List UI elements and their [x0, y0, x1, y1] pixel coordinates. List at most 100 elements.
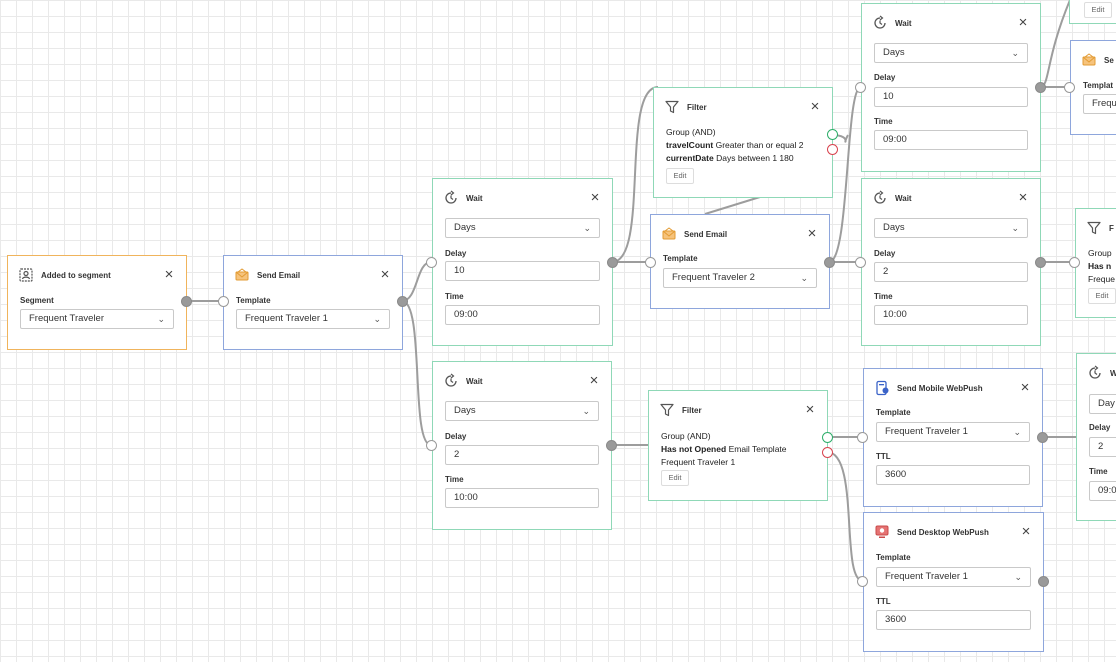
unit-select[interactable]: Days⌄	[874, 43, 1028, 63]
clock-icon	[874, 15, 886, 29]
delay-input[interactable]: 10	[874, 87, 1028, 107]
delay-label: Delay	[874, 73, 896, 82]
chevron-down-icon: ⌄	[1011, 223, 1019, 233]
template-select[interactable]: Frequent Traveler 2⌄	[663, 268, 817, 288]
edit-button[interactable]: Edit	[1088, 288, 1116, 304]
port-out-wait4[interactable]	[1035, 257, 1046, 268]
template-select[interactable]: Frequ	[1083, 94, 1116, 114]
port-in-mobile[interactable]	[857, 432, 868, 443]
unit-select[interactable]: Days⌄	[445, 401, 599, 421]
port-in-wait3[interactable]	[855, 82, 866, 93]
filter-conditions: Group (AND) Has not Opened Email Templat…	[661, 430, 817, 469]
time-input[interactable]: 09:00	[445, 305, 600, 325]
port-out-segment[interactable]	[181, 296, 192, 307]
delay-input[interactable]: 10	[445, 261, 600, 281]
close-icon[interactable]: ×	[590, 189, 600, 206]
port-out-wait3[interactable]	[1035, 82, 1046, 93]
port-in-desktop[interactable]	[857, 576, 868, 587]
port-out-mobile[interactable]	[1037, 432, 1048, 443]
delay-input[interactable]: 2	[874, 262, 1028, 282]
filter-conditions: Group Has n Freque	[1088, 247, 1116, 286]
wire-filter1-email2	[704, 196, 761, 215]
node-send-mobile-webpush[interactable]: Send Mobile WebPush × Template Frequent …	[863, 368, 1043, 507]
port-in-email1[interactable]	[218, 296, 229, 307]
port-out-desktop[interactable]	[1038, 576, 1049, 587]
template-select[interactable]: Frequent Traveler 1 ⌄	[876, 422, 1030, 442]
delay-input[interactable]: 2	[1089, 437, 1116, 457]
clock-icon	[445, 373, 457, 387]
node-wait-3[interactable]: Wait × Days⌄ Delay 10 Time 09:00	[861, 3, 1041, 172]
node-partial-send-email[interactable]: Se Templat Frequ	[1070, 40, 1116, 135]
time-input[interactable]: 10:00	[874, 305, 1028, 325]
port-out-email2[interactable]	[824, 257, 835, 268]
node-filter-1[interactable]: Filter × Group (AND) travelCount Greater…	[653, 87, 833, 198]
time-input[interactable]: 10:00	[445, 488, 599, 508]
close-icon[interactable]: ×	[380, 266, 390, 283]
time-label: Time	[874, 292, 893, 301]
template-value: Frequent Traveler 1	[885, 426, 968, 437]
close-icon[interactable]: ×	[1018, 14, 1028, 31]
close-icon[interactable]: ×	[1018, 189, 1028, 206]
port-in-partial-filter[interactable]	[1069, 257, 1080, 268]
unit-select[interactable]: Days⌄	[874, 218, 1028, 238]
node-partial-top[interactable]: Edit	[1069, 0, 1116, 24]
edit-button[interactable]: Edit	[666, 168, 694, 184]
port-in-wait1[interactable]	[426, 257, 437, 268]
node-title: Wait	[895, 193, 912, 203]
node-wait-2[interactable]: Wait × Days⌄ Delay 2 Time 10:00	[432, 361, 612, 530]
node-wait-4[interactable]: Wait × Days⌄ Delay 2 Time 10:00	[861, 178, 1041, 346]
close-icon[interactable]: ×	[164, 266, 174, 283]
port-in-partial-email[interactable]	[1064, 82, 1075, 93]
node-title: Send Email	[257, 270, 301, 280]
segment-select[interactable]: Frequent Traveler⌄	[20, 309, 174, 329]
close-icon[interactable]: ×	[810, 98, 820, 115]
node-send-desktop-webpush[interactable]: Send Desktop WebPush × Template Frequent…	[863, 512, 1044, 652]
node-added-to-segment[interactable]: Added to segment × Segment Frequent Trav…	[7, 255, 187, 350]
unit-select[interactable]: Days⌄	[445, 218, 600, 238]
close-icon[interactable]: ×	[805, 401, 815, 418]
ttl-input[interactable]: 3600	[876, 465, 1030, 485]
node-partial-filter[interactable]: F Group Has n Freque Edit	[1075, 208, 1116, 318]
chevron-down-icon: ⌄	[582, 406, 590, 416]
close-icon[interactable]: ×	[589, 372, 599, 389]
chevron-down-icon: ⌄	[1011, 48, 1019, 58]
node-partial-wait[interactable]: W Day Delay 2 Time 09:0	[1076, 353, 1116, 521]
node-title: Added to segment	[41, 270, 111, 280]
port-out-filter1-no[interactable]	[827, 144, 838, 155]
close-icon[interactable]: ×	[807, 225, 817, 242]
close-icon[interactable]: ×	[1021, 523, 1031, 540]
node-send-email-2[interactable]: Send Email × Template Frequent Traveler …	[650, 214, 830, 309]
delay-label: Delay	[1089, 423, 1111, 432]
chevron-down-icon: ⌄	[1013, 427, 1021, 437]
port-in-email2[interactable]	[645, 257, 656, 268]
port-out-filter1-yes[interactable]	[827, 129, 838, 140]
delay-input[interactable]: 2	[445, 445, 599, 465]
node-wait-1[interactable]: Wait × Days⌄ Delay 10 Time 09:00	[432, 178, 613, 346]
unit-select[interactable]: Day	[1089, 394, 1116, 414]
ttl-label: TTL	[876, 597, 891, 606]
ttl-input[interactable]: 3600	[876, 610, 1031, 630]
port-out-filter2-yes[interactable]	[822, 432, 833, 443]
time-input[interactable]: 09:0	[1089, 481, 1116, 501]
chevron-down-icon: ⌄	[800, 273, 808, 283]
node-title: Send Email	[684, 229, 728, 239]
port-in-wait2[interactable]	[426, 440, 437, 451]
port-out-wait1[interactable]	[607, 257, 618, 268]
time-input[interactable]: 09:00	[874, 130, 1028, 150]
port-in-wait4[interactable]	[855, 257, 866, 268]
template-select[interactable]: Frequent Traveler 1⌄	[236, 309, 390, 329]
node-title: Filter	[682, 405, 702, 415]
edit-button[interactable]: Edit	[1084, 2, 1112, 18]
template-value: Frequent Traveler 1	[245, 313, 328, 324]
port-out-email1[interactable]	[397, 296, 408, 307]
port-out-filter2-no[interactable]	[822, 447, 833, 458]
wire-email1-wait1	[401, 261, 432, 302]
wire-email2-wait3	[828, 86, 862, 263]
template-select[interactable]: Frequent Traveler 1⌄	[876, 567, 1031, 587]
close-icon[interactable]: ×	[1020, 379, 1030, 396]
edit-button[interactable]: Edit	[661, 470, 689, 486]
node-send-email-1[interactable]: Send Email × Template Frequent Traveler …	[223, 255, 403, 350]
filter-condition-2: currentDate Days between 1 180	[666, 153, 794, 163]
node-filter-2[interactable]: Filter × Group (AND) Has not Opened Emai…	[648, 390, 828, 501]
port-out-wait2[interactable]	[606, 440, 617, 451]
